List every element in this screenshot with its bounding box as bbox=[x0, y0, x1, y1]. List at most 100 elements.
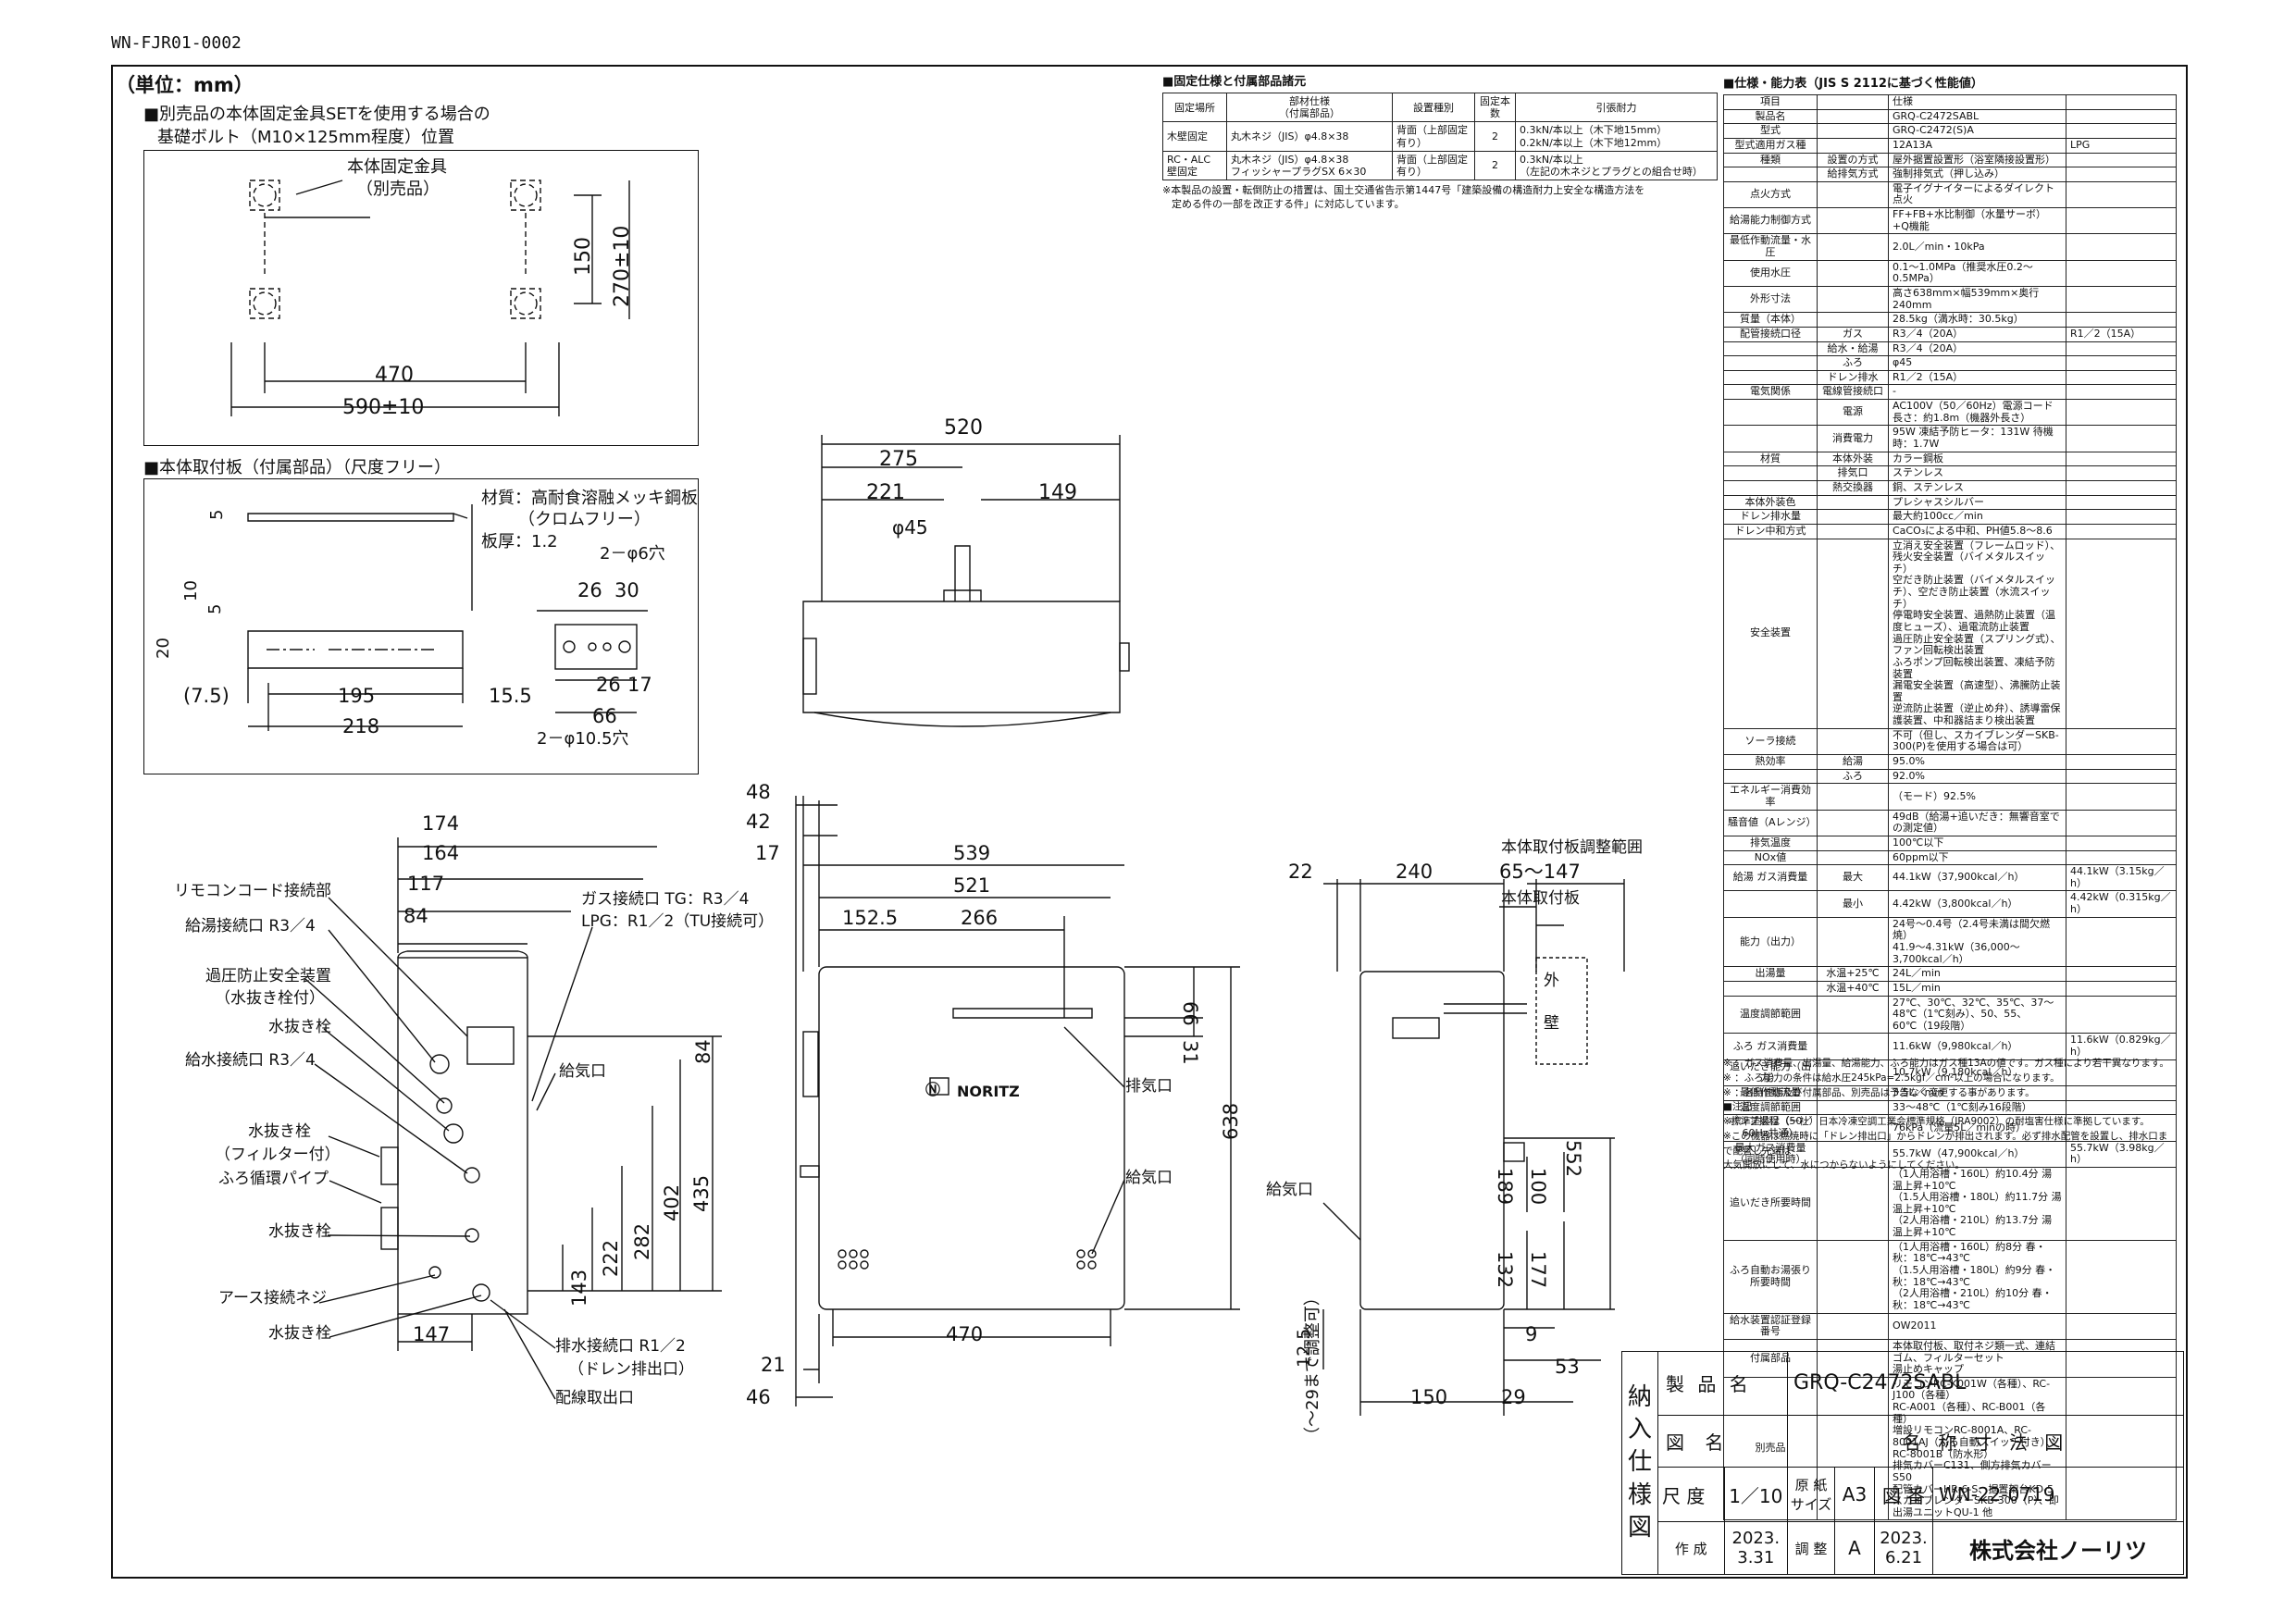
spec-cell bbox=[1817, 523, 1889, 539]
spec-note: ※ ：ガス消費量、出湯量、給湯能力、ふろ能力はガス種13Aの値です。ガス種により… bbox=[1723, 1058, 2169, 1069]
spec-cell bbox=[1817, 538, 1889, 729]
brand-logo-icon: Ⓝ bbox=[925, 1081, 940, 1098]
adjusted-label: 調 整 bbox=[1787, 1521, 1835, 1575]
fix-header-cell: 固定本数 bbox=[1474, 92, 1516, 123]
spec-cell: 最大約100cc／min bbox=[1888, 509, 2066, 525]
fix-header-cell: 部材仕様 （付属部品） bbox=[1226, 92, 1393, 123]
spec-cell bbox=[2066, 809, 2177, 836]
bolt-pattern bbox=[249, 180, 541, 319]
plate-dim-66: 66 bbox=[592, 705, 617, 727]
spec-cell: φ45 bbox=[1888, 355, 2066, 371]
fixture-box bbox=[143, 150, 699, 446]
spec-cell: R1／2（15A） bbox=[2066, 326, 2177, 342]
spec-cell: 電線管接続口 bbox=[1817, 384, 1889, 401]
spec-cell: 4.42kW（0.315kg／h） bbox=[2066, 890, 2177, 918]
fix-cell: 丸木ネジ（JIS）φ4.8×38 bbox=[1226, 121, 1393, 152]
spec-cell bbox=[1817, 1059, 1889, 1087]
fix-header-cell: 固定場所 bbox=[1162, 92, 1227, 123]
spec-cell: ふろ bbox=[1817, 355, 1889, 371]
spec-cell bbox=[2066, 108, 2177, 125]
spec-cell bbox=[2066, 259, 2177, 287]
spec-cell bbox=[1723, 399, 1818, 427]
spec-cell: プレシャスシルバー bbox=[1888, 494, 2066, 511]
spec-cell bbox=[1817, 995, 1889, 1035]
spec-cell: 11.6kW（0.829kg／h） bbox=[2066, 1033, 2177, 1060]
spec-cell: 給湯能力制御方式 bbox=[1723, 207, 1818, 235]
spec-cell bbox=[2066, 768, 2177, 785]
spec-cell: ふろ自動お湯張り所要時間 bbox=[1723, 1239, 1818, 1314]
front-dim-42: 42 bbox=[746, 811, 771, 833]
spec-cell bbox=[2066, 835, 2177, 851]
spec-note: ※標準塗装は（一社）日本冷凍空調工業会標準規格（JRA9002）の耐塩害仕様に準… bbox=[1723, 1116, 2150, 1127]
spec-row: 質量（本体）28.5kg（満水時：30.5kg） bbox=[1723, 312, 2177, 328]
spec-row: 給排気方式強制排気式（押し込み） bbox=[1723, 167, 2177, 182]
label-gas-1: ガス接続口 TG：R3／4 bbox=[581, 890, 750, 909]
spec-cell bbox=[2066, 1114, 2177, 1142]
fix-cell: 2 bbox=[1474, 121, 1516, 152]
spec-row: 点火方式電子イグナイターによるダイレクト点火 bbox=[1723, 180, 2177, 209]
fix-cell: RC・ALC 壁固定 bbox=[1162, 150, 1227, 181]
spec-cell bbox=[1817, 180, 1889, 209]
company-name: 株式会社ノーリツ bbox=[1932, 1521, 2184, 1575]
label-drain-outlet-1: 排水接続口 R1／2 bbox=[555, 1337, 686, 1356]
front-dim-470: 470 bbox=[946, 1323, 984, 1345]
spec-cell bbox=[2066, 727, 2177, 756]
spec-cell: 2.0L／min・10kPa bbox=[1888, 233, 2066, 261]
spec-cell: 電子イグナイターによるダイレクト点火 bbox=[1888, 180, 2066, 209]
spec-cell bbox=[2066, 509, 2177, 525]
fixture-heading-2: 基礎ボルト（M10×125mm程度）位置 bbox=[157, 128, 454, 147]
spec-cell bbox=[2066, 341, 2177, 357]
spec-cell: 追いだき能力（出力） bbox=[1723, 1059, 1818, 1087]
spec-cell bbox=[1817, 835, 1889, 851]
spec-cell bbox=[2066, 1312, 2177, 1340]
spec-cell bbox=[1723, 980, 1818, 997]
spec-row: 外形寸法高さ638mm×幅539mm×奥行240mm bbox=[1723, 285, 2177, 314]
spec-cell: R1／2（15A） bbox=[1888, 369, 2066, 386]
spec-cell bbox=[1817, 312, 1889, 328]
unit-label: （単位：mm） bbox=[116, 74, 254, 96]
spec-cell: 最低作動流量・水圧 bbox=[1723, 233, 1818, 261]
label-drain-plug-1: 水抜き栓 bbox=[268, 1018, 331, 1036]
spec-cell: 27℃、30℃、32℃、35℃、37～48℃（1℃刻み）、50、55、60℃（1… bbox=[1888, 995, 2066, 1035]
bracket-label-2: （別売品） bbox=[356, 180, 440, 199]
fix-note-2: 定める件の一部を改正する件」に対応しています。 bbox=[1172, 198, 1405, 210]
right-dim-65-147: 65～147 bbox=[1499, 861, 1581, 883]
spec-cell bbox=[2066, 494, 2177, 511]
spec-cell bbox=[1817, 509, 1889, 525]
spec-cell: 15L／min bbox=[1888, 980, 2066, 997]
spec-cell: ガス bbox=[1817, 326, 1889, 342]
spec-cell: 95.0% bbox=[1888, 754, 2066, 770]
spec-cell bbox=[2066, 312, 2177, 328]
spec-cell bbox=[2066, 1166, 2177, 1241]
spec-cell bbox=[2066, 152, 2177, 168]
side-char: 入 bbox=[1627, 1416, 1652, 1444]
brand-name: NORITZ bbox=[957, 1083, 1020, 1100]
spec-cell bbox=[1817, 123, 1889, 139]
spec-cell: 44.1kW（3.15kg／h） bbox=[2066, 864, 2177, 892]
spec-row: 安全装置立消え安全装置（フレームロッド）、残火安全装置（バイメタルスイッチ） 空… bbox=[1723, 538, 2177, 729]
fix-table-row: 木壁固定 丸木ネジ（JIS）φ4.8×38 背面（上部固定有り） 2 0.3kN… bbox=[1162, 121, 1718, 152]
spec-cell: 熱交換器 bbox=[1817, 479, 1889, 496]
spec-row: 最低作動流量・水圧 2.0L／min・10kPa bbox=[1723, 233, 2177, 261]
spec-cell: 本体外装 bbox=[1817, 451, 1889, 467]
spec-cell: 水温+25℃ bbox=[1817, 966, 1889, 982]
spec-cell bbox=[2066, 849, 2177, 866]
label-wiring: 配線取出口 bbox=[555, 1389, 634, 1407]
label-drain-outlet-2: （ドレン排出口） bbox=[568, 1360, 694, 1379]
fixture-dim-470: 470 bbox=[375, 364, 414, 387]
spec-cell: ポンプ揚程（50／60Hz共通） bbox=[1723, 1114, 1818, 1142]
fix-cell: 2 bbox=[1474, 150, 1516, 181]
spec-cell bbox=[2066, 479, 2177, 496]
label-bath-pipe: ふろ循環パイプ bbox=[218, 1170, 329, 1188]
spec-cell bbox=[1817, 108, 1889, 125]
created-value: 2023. 3.31 bbox=[1723, 1521, 1789, 1575]
